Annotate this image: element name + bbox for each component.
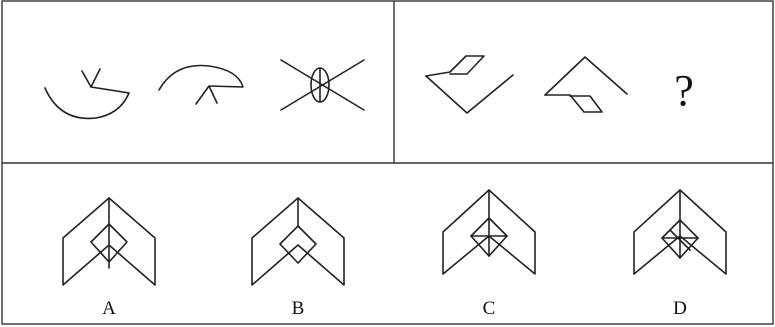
option-c-label[interactable]: C: [483, 298, 496, 319]
sequence-figure-1: [45, 69, 129, 118]
question-mark: ?: [674, 66, 694, 115]
sequence-figure-3: [281, 60, 364, 110]
option-c-figure[interactable]: [443, 190, 535, 274]
option-d-label[interactable]: D: [673, 298, 687, 319]
sequence-figure-4: [426, 56, 513, 113]
option-a-figure[interactable]: [63, 198, 155, 285]
option-b-figure[interactable]: [252, 198, 344, 285]
sequence-figure-5: [545, 57, 627, 112]
sequence-figure-2: [159, 66, 243, 105]
option-a-label[interactable]: A: [102, 298, 116, 319]
option-d-figure[interactable]: [634, 190, 726, 274]
option-b-label[interactable]: B: [292, 298, 305, 319]
